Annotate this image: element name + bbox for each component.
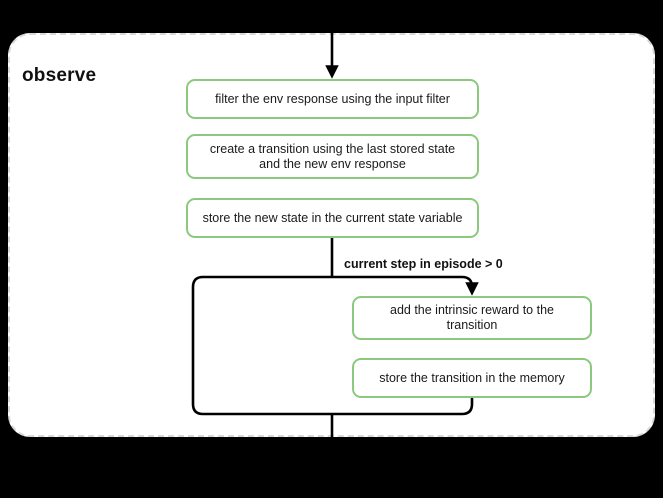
connector-left-bypass — [191, 275, 332, 416]
node-store-new-state[interactable]: store the new state in the current state… — [186, 198, 479, 238]
node-add-intrinsic-reward[interactable]: add the intrinsic reward to the transiti… — [352, 296, 592, 340]
connector-right-return — [332, 398, 474, 416]
connector-right-branch — [332, 275, 479, 296]
branch-condition-label: current step in episode > 0 — [344, 257, 503, 271]
scope-title: observe — [22, 65, 97, 86]
node-store-transition-memory[interactable]: store the transition in the memory — [352, 358, 592, 398]
node-filter-env-response[interactable]: filter the env response using the input … — [186, 79, 479, 119]
node-create-transition[interactable]: create a transition using the last store… — [186, 134, 479, 179]
